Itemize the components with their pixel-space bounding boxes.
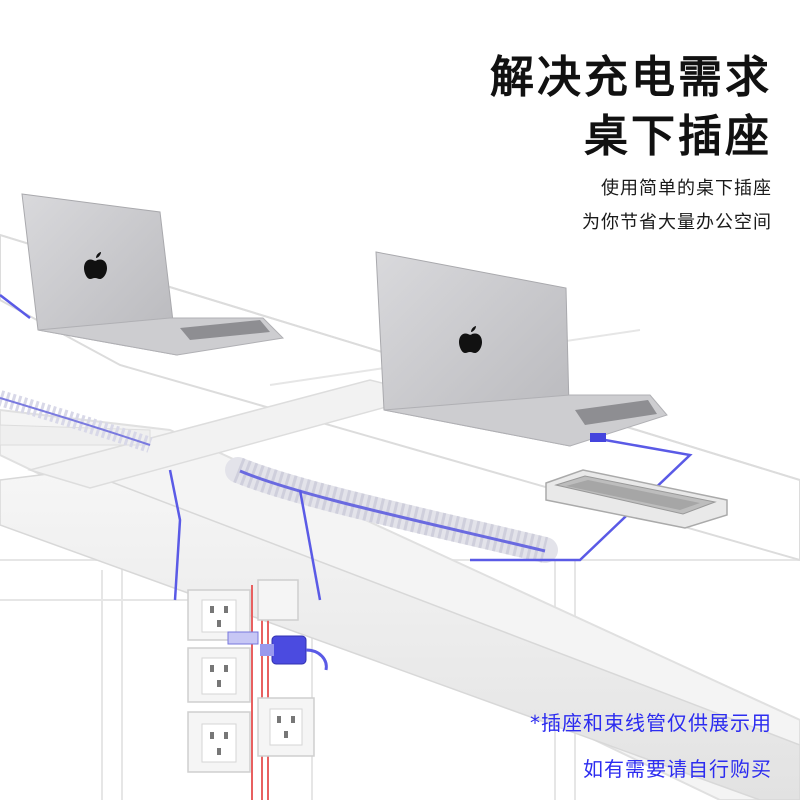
desk-grommet-icon xyxy=(545,469,728,529)
power-socket-icon xyxy=(187,579,315,773)
apple-logo-icon xyxy=(459,326,482,353)
desk-front-beam xyxy=(0,379,800,800)
headline-line-1: 解决充电需求 xyxy=(490,52,772,103)
disclaimer-line-2: 如有需要请自行购买 xyxy=(583,757,772,781)
disclaimer-line-1: *插座和束线管仅供展示用 xyxy=(530,711,772,735)
headline-line-2: 桌下插座 xyxy=(584,111,772,162)
cable-sleeve-left xyxy=(0,390,153,453)
subtitle-line-1: 使用简单的桌下插座 xyxy=(601,178,772,199)
apple-logo-icon xyxy=(84,252,107,279)
usb-plug-icon xyxy=(227,631,328,671)
cable-sleeve-icon xyxy=(225,457,558,563)
subtitle-line-2: 为你节省大量办公空间 xyxy=(582,212,772,233)
laptop-left xyxy=(21,193,285,356)
laptop-right xyxy=(375,251,668,447)
power-cords xyxy=(251,585,269,800)
